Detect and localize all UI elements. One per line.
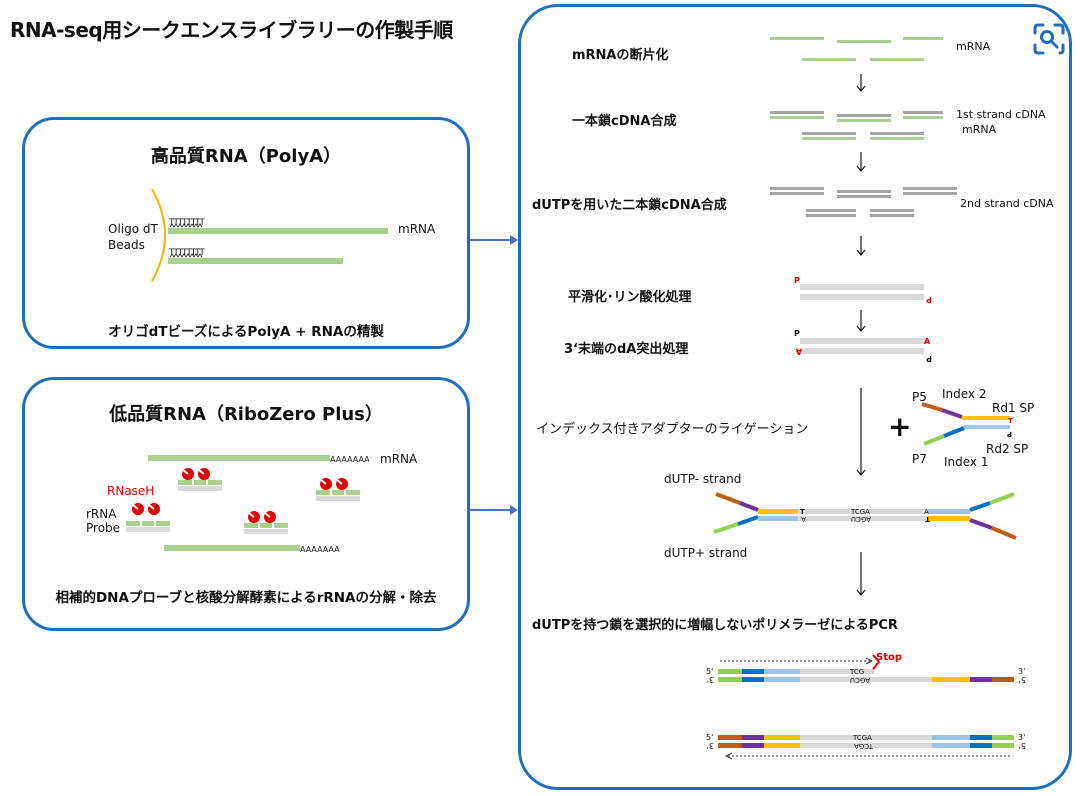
rd1sp-label: Rd1 SP bbox=[992, 401, 1035, 415]
first-strand-mrna-label: mRNA bbox=[962, 123, 997, 136]
rd2sp-label: Rd2 SP bbox=[986, 442, 1029, 456]
page-title: RNA-seq用シークエンスライブラリーの作製手順 bbox=[10, 18, 453, 42]
svg-text:Stop: Stop bbox=[876, 652, 902, 663]
first-strand-label: 1st strand cDNA bbox=[956, 108, 1046, 121]
polya-tail-1: AAAAAAA bbox=[330, 455, 370, 464]
svg-text:TCGA: TCGA bbox=[854, 742, 874, 750]
y-adapter: T P bbox=[921, 402, 1013, 446]
polya-diagram: TTTTTTTT TTTTTTTT bbox=[151, 188, 388, 282]
step-first-strand: 一本鎖cDNA合成 bbox=[572, 114, 677, 129]
step-pcr: dUTPを持つ鎖を選択的に増幅しないポリメラーゼによるPCR bbox=[532, 618, 898, 633]
svg-text:A: A bbox=[924, 337, 931, 346]
polya-panel-title: 高品質RNA（PolyA） bbox=[150, 146, 342, 167]
svg-text:5': 5' bbox=[706, 667, 713, 676]
ribozero-mrna-2 bbox=[164, 545, 300, 551]
beads-label-line1: Oligo dT bbox=[108, 222, 158, 236]
polya-mrna-strand-1 bbox=[168, 228, 388, 234]
oligo-dt-2: TTTTTTTT bbox=[168, 248, 205, 258]
rrna-label-line1: rRNA bbox=[86, 507, 117, 521]
step-ligation: インデックス付きアダプターのライゲーション bbox=[536, 422, 809, 437]
pcr-product-full: TCGA TCGA 5' 3' 3' 5' bbox=[706, 733, 1026, 760]
step-a-tailing: 3‘末端のdA突出処理 bbox=[564, 342, 689, 357]
a-tailed-duplex: P A A P bbox=[794, 329, 932, 363]
dutp-minus-label: dUTP- strand bbox=[664, 472, 742, 486]
svg-text:TCG: TCG bbox=[849, 668, 864, 676]
svg-text:3': 3' bbox=[707, 675, 714, 684]
svg-text:5': 5' bbox=[706, 733, 713, 742]
index1-label: Index 1 bbox=[944, 455, 989, 469]
p7-label: P7 bbox=[912, 452, 927, 466]
svg-text:TCGA: TCGA bbox=[850, 508, 870, 516]
workflow-diagram: P P P A A P + T P T TC bbox=[706, 37, 1026, 760]
svg-text:AGCU: AGCU bbox=[851, 515, 871, 523]
svg-text:T: T bbox=[1008, 417, 1013, 425]
svg-text:A: A bbox=[924, 508, 929, 516]
index2-label: Index 2 bbox=[942, 387, 987, 401]
svg-text:3': 3' bbox=[1018, 667, 1025, 676]
beads-label-line2: Beads bbox=[108, 238, 145, 252]
svg-text:P: P bbox=[794, 329, 800, 338]
polya-mrna-label: mRNA bbox=[398, 222, 436, 236]
dutp-plus-label: dUTP+ strand bbox=[664, 546, 748, 560]
bead-arc bbox=[151, 188, 166, 282]
step-fragmentation: mRNAの断片化 bbox=[572, 48, 669, 63]
ribozero-mrna-label: mRNA bbox=[380, 452, 418, 466]
svg-text:3': 3' bbox=[1018, 733, 1025, 742]
rnaseh-label: RNaseH bbox=[107, 484, 155, 498]
ligated-product: T TCGA A A AGCU T bbox=[713, 492, 1017, 540]
svg-text:P: P bbox=[794, 276, 800, 285]
svg-text:TCGA: TCGA bbox=[852, 734, 872, 742]
svg-text:P: P bbox=[926, 295, 932, 304]
svg-text:P: P bbox=[926, 354, 932, 363]
arrow-right-icon bbox=[470, 235, 518, 245]
svg-text:T: T bbox=[800, 508, 805, 516]
ribozero-mrna-1 bbox=[148, 455, 330, 461]
svg-text:A: A bbox=[801, 515, 806, 523]
plus-sign: + bbox=[888, 410, 911, 443]
second-strand-label: 2nd strand cDNA bbox=[960, 197, 1054, 210]
svg-text:P: P bbox=[1007, 430, 1012, 438]
polya-panel: 高品質RNA（PolyA） オリゴdTビーズによるPolyA + RNAの精製 bbox=[22, 117, 470, 349]
ribozero-panel: 低品質RNA（RiboZero Plus） 相補的DNAプローブと核酸分解酵素に… bbox=[22, 377, 470, 631]
svg-text:5': 5' bbox=[1019, 741, 1026, 750]
polya-mrna-strand-2 bbox=[168, 258, 343, 264]
svg-text:T: T bbox=[925, 515, 930, 523]
arrow-right-icon bbox=[470, 505, 518, 515]
end-repaired-duplex: P P bbox=[794, 276, 932, 304]
p5-label: P5 bbox=[912, 390, 927, 404]
second-strand-pairs bbox=[770, 187, 957, 217]
svg-text:3': 3' bbox=[707, 741, 714, 750]
svg-text:AGCU: AGCU bbox=[850, 676, 870, 684]
fragment-strands bbox=[770, 37, 943, 61]
pcr-product-stopped: Stop TCG AGCU 5' 3' 3' 5' bbox=[706, 652, 1026, 684]
probe-complex-3 bbox=[126, 503, 170, 532]
ribozero-diagram: AAAAAAA AAAAAAA bbox=[126, 455, 370, 554]
arrow-down-icon bbox=[856, 74, 866, 596]
svg-text:5': 5' bbox=[1019, 675, 1026, 684]
first-strand-pairs bbox=[770, 111, 943, 140]
probe-complex-1 bbox=[178, 468, 222, 491]
ribozero-caption: 相補的DNAプローブと核酸分解酵素によるrRNAの分解・除去 bbox=[55, 590, 437, 606]
workflow-panel bbox=[518, 4, 1072, 790]
ribozero-panel-title: 低品質RNA（RiboZero Plus） bbox=[109, 404, 383, 425]
oligo-dt-1: TTTTTTTT bbox=[168, 218, 205, 228]
probe-complex-4 bbox=[244, 511, 288, 534]
svg-text:A: A bbox=[795, 347, 802, 356]
step-end-repair: 平滑化･リン酸化処理 bbox=[568, 290, 692, 305]
probe-complex-2 bbox=[316, 478, 360, 501]
frag-mrna-label: mRNA bbox=[956, 40, 991, 53]
rrna-label-line2: Probe bbox=[86, 521, 121, 535]
polya-caption: オリゴdTビーズによるPolyA + RNAの精製 bbox=[108, 324, 384, 340]
polya-tail-2: AAAAAAA bbox=[300, 545, 340, 554]
step-second-strand: dUTPを用いた二本鎖cDNA合成 bbox=[532, 198, 727, 213]
